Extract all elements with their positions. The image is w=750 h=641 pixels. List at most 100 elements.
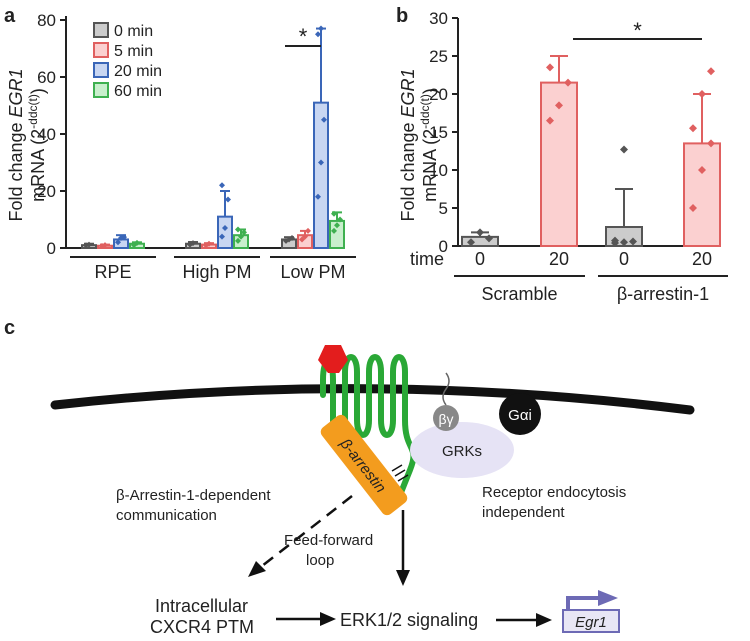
chart-a-point <box>318 159 324 166</box>
arrestin-communication-label-2: communication <box>116 507 217 524</box>
feed-forward-label-1: Feed-forward <box>284 532 373 549</box>
chart-b-point <box>689 124 697 133</box>
chart-b-point <box>620 145 628 154</box>
chart-a-point <box>102 242 108 249</box>
chart-a-point <box>337 216 343 223</box>
chart-a-ytick-label: 60 <box>37 68 56 87</box>
chart-b-x-title: time <box>410 249 444 269</box>
chart-a-ytick-label: 20 <box>37 182 56 201</box>
chart-b-group-label: Scramble <box>481 284 557 304</box>
chart-b-xtick-label: 20 <box>549 249 569 269</box>
chart-b-point <box>476 228 484 237</box>
chart-a-legend-label: 5 min <box>114 43 153 60</box>
chart-a-bar <box>313 101 329 250</box>
phosphorylation-marks <box>391 464 409 482</box>
chart-b-xtick-label: 0 <box>619 249 629 269</box>
chart-a-point <box>318 25 324 32</box>
galpha-subunit <box>499 393 541 435</box>
chart-a-point <box>121 234 127 241</box>
chart-a-point <box>315 193 321 200</box>
chart-a-bar <box>217 215 233 249</box>
beta-gamma-label: βγ <box>438 411 453 427</box>
chart-b-xtick-label: 20 <box>692 249 712 269</box>
chart-a-point <box>315 31 321 38</box>
promoter-arrowhead <box>598 590 618 606</box>
chart-a-legend-swatch <box>93 42 109 58</box>
intracellular-label-2: CXCR4 PTM <box>150 617 254 637</box>
chart-b-point <box>546 63 554 72</box>
chart-a-ytick-label: 40 <box>37 125 56 144</box>
panel-letter-a: a <box>4 5 16 27</box>
chart-a-point <box>302 233 308 240</box>
gene-arrowhead <box>536 613 552 627</box>
chart-a-point <box>134 239 140 246</box>
chart-b-point <box>555 101 563 110</box>
feed-forward-label-2: loop <box>306 552 334 569</box>
pathway-diagram: GRKs βγ Gαi β-arrestin β-Arrestin-1-depe… <box>50 345 695 637</box>
chart-b-ytick-label: 0 <box>439 237 448 256</box>
chart-a-point <box>206 240 212 247</box>
chart-b-ylabel-line1: Fold change EGR1 <box>398 68 418 221</box>
chart-a-point <box>225 196 231 203</box>
chart-a-ytick-label: 80 <box>37 11 56 30</box>
chart-a: Fold change EGR1 mRNA (2-ddc(t)) 0204060… <box>6 11 356 282</box>
chart-b-ytick-label: 20 <box>429 85 448 104</box>
chart-b-point <box>707 67 715 76</box>
chart-a-significance-star: * <box>299 24 308 49</box>
chart-a-point <box>321 116 327 123</box>
chart-a-point <box>241 229 247 236</box>
erk-arrowhead <box>396 570 410 586</box>
chart-b-ytick-label: 25 <box>429 47 448 66</box>
chart-b-point <box>689 204 697 212</box>
chart-b-point <box>620 238 628 247</box>
chart-a-point <box>235 226 241 233</box>
chart-a-group-label: RPE <box>94 262 131 282</box>
erk-signaling-label: ERK1/2 signaling <box>340 610 478 630</box>
chart-a-point <box>331 210 337 217</box>
beta-arrestin-protein: β-arrestin <box>320 414 408 516</box>
chart-a-point <box>219 182 225 189</box>
chart-b-point <box>629 237 637 246</box>
chart-a-legend-label: 20 min <box>114 63 162 80</box>
chart-b-group-label: β-arrestin-1 <box>617 284 709 304</box>
endocytosis-label-1: Receptor endocytosis <box>482 484 626 501</box>
endocytosis-label-2: independent <box>482 504 565 521</box>
chart-a-group-label: Low PM <box>280 262 345 282</box>
chart-b-point <box>564 78 572 87</box>
arrestin-communication-label-1: β-Arrestin-1-dependent <box>116 487 271 504</box>
chart-a-point <box>222 225 228 232</box>
chart-a-point <box>305 227 311 234</box>
chart-a-point <box>238 233 244 240</box>
chart-b-ytick-label: 10 <box>429 161 448 180</box>
chart-b-point <box>546 116 554 125</box>
chart-b-ytick-label: 5 <box>439 199 448 218</box>
panel-letter-c: c <box>4 317 15 339</box>
panel-letter-b: b <box>396 5 408 27</box>
chart-b-point <box>611 236 619 245</box>
chart-b-point <box>707 139 715 148</box>
intracellular-label-1: Intracellular <box>155 596 248 616</box>
chart-b-xtick-label: 0 <box>475 249 485 269</box>
beta-gamma-subunit <box>433 405 459 431</box>
chart-a-ytick-label: 0 <box>47 239 56 258</box>
chart-a-point <box>334 222 340 229</box>
chart-b-ytick-label: 15 <box>429 123 448 142</box>
chart-b-point <box>467 238 475 247</box>
chart-a-point <box>289 235 295 242</box>
dashed-arrowhead <box>248 561 266 577</box>
chart-a-point <box>86 241 92 248</box>
chart-b: Fold change EGR1 mRNA (2-ddc(t)) time 0 5… <box>398 9 728 304</box>
chart-a-group-label: High PM <box>182 262 251 282</box>
chart-b-point <box>698 90 706 98</box>
chart-b-bar <box>683 142 721 247</box>
chart-a-legend-label: 0 min <box>114 23 153 40</box>
chart-a-legend-swatch <box>93 22 109 38</box>
chart-a-point <box>219 233 225 240</box>
galpha-label: Gαi <box>508 407 532 424</box>
chart-b-point <box>485 234 493 243</box>
egr1-gene-box <box>562 609 620 633</box>
chart-a-legend-label: 60 min <box>114 83 162 100</box>
chart-b-ylabel-line2: mRNA (2-ddc(t)) <box>418 88 440 202</box>
cell-membrane <box>50 384 695 415</box>
